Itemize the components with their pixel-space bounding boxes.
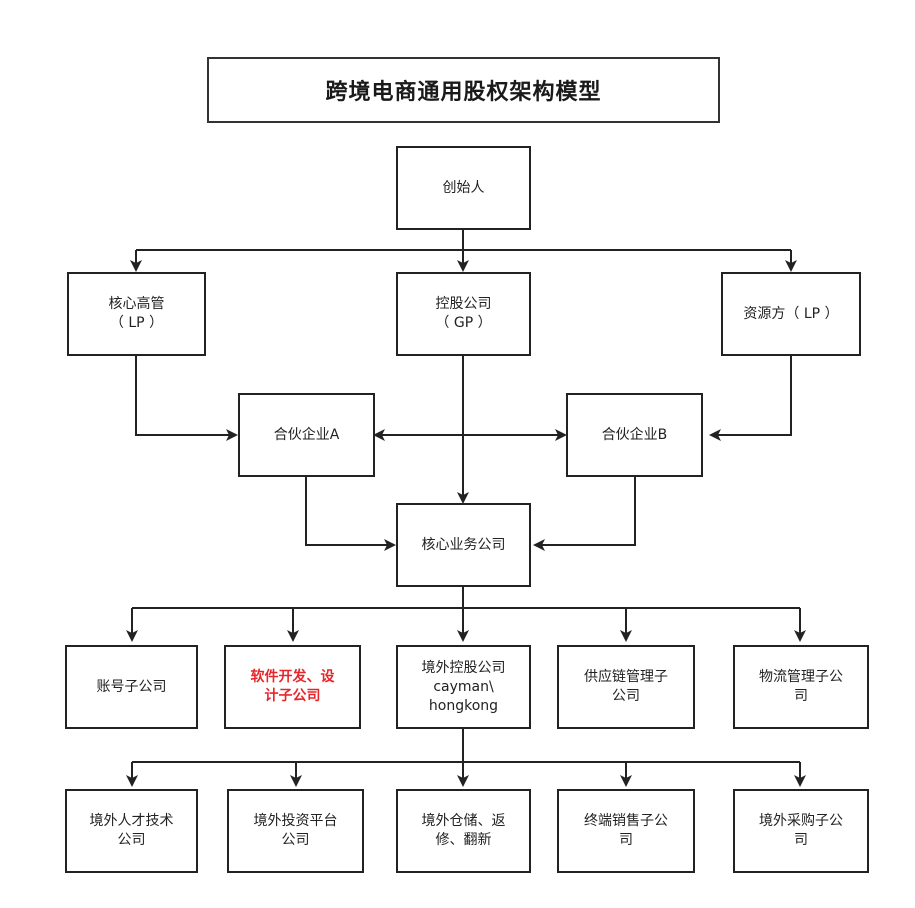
node-core-exec[interactable]: 核心高管 （ LP ） <box>67 272 206 356</box>
node-overseas-holding-label: 境外控股公司 cayman\ hongkong <box>421 659 506 714</box>
node-holding-company-label: 控股公司 （ GP ） <box>435 296 492 331</box>
node-terminal-sales-sub-label: 终端销售子公 司 <box>584 813 668 848</box>
node-overseas-holding[interactable]: 境外控股公司 cayman\ hongkong <box>396 645 531 729</box>
node-core-business-label: 核心业务公司 <box>421 536 506 553</box>
node-logistics-sub-label: 物流管理子公 司 <box>759 669 843 704</box>
node-terminal-sales-sub[interactable]: 终端销售子公 司 <box>557 789 695 873</box>
node-partnership-a[interactable]: 合伙企业A <box>238 393 375 477</box>
node-partnership-b[interactable]: 合伙企业B <box>566 393 703 477</box>
connector-pa-to-core <box>305 477 396 551</box>
node-overseas-investment-label: 境外投资平台 公司 <box>253 813 338 848</box>
node-account-sub-label: 账号子公司 <box>96 678 167 695</box>
node-account-sub[interactable]: 账号子公司 <box>65 645 198 729</box>
diagram-title-box: 跨境电商通用股权架构模型 <box>207 57 720 123</box>
node-partnership-b-label: 合伙企业B <box>601 426 668 443</box>
node-overseas-talent-label: 境外人才技术 公司 <box>89 813 174 848</box>
node-overseas-purchase-sub[interactable]: 境外采购子公 司 <box>733 789 869 873</box>
node-supply-chain-sub-label: 供应链管理子 公司 <box>584 669 668 704</box>
node-partnership-a-label: 合伙企业A <box>273 426 340 443</box>
connector-pb-to-core <box>533 477 636 551</box>
node-overseas-warehouse[interactable]: 境外仓储、返 修、翻新 <box>396 789 531 873</box>
node-software-sub[interactable]: 软件开发、设 计子公司 <box>224 645 361 729</box>
diagram-title: 跨境电商通用股权架构模型 <box>325 80 602 105</box>
connector-core-exec-to-pa <box>135 356 238 441</box>
node-core-business[interactable]: 核心业务公司 <box>396 503 531 587</box>
node-overseas-investment[interactable]: 境外投资平台 公司 <box>227 789 364 873</box>
node-overseas-talent[interactable]: 境外人才技术 公司 <box>65 789 198 873</box>
node-supply-chain-sub[interactable]: 供应链管理子 公司 <box>557 645 695 729</box>
connector-resource-to-pb <box>709 356 792 441</box>
node-holding-company[interactable]: 控股公司 （ GP ） <box>396 272 531 356</box>
node-resource-party-label: 资源方（ LP ） <box>743 305 839 322</box>
node-resource-party[interactable]: 资源方（ LP ） <box>721 272 861 356</box>
node-logistics-sub[interactable]: 物流管理子公 司 <box>733 645 869 729</box>
node-founder-label: 创始人 <box>442 179 485 196</box>
node-founder[interactable]: 创始人 <box>396 146 531 230</box>
node-overseas-purchase-sub-label: 境外采购子公 司 <box>759 813 843 848</box>
node-overseas-warehouse-label: 境外仓储、返 修、翻新 <box>421 813 506 848</box>
node-core-exec-label: 核心高管 （ LP ） <box>108 296 165 331</box>
node-software-sub-label: 软件开发、设 计子公司 <box>250 669 335 704</box>
